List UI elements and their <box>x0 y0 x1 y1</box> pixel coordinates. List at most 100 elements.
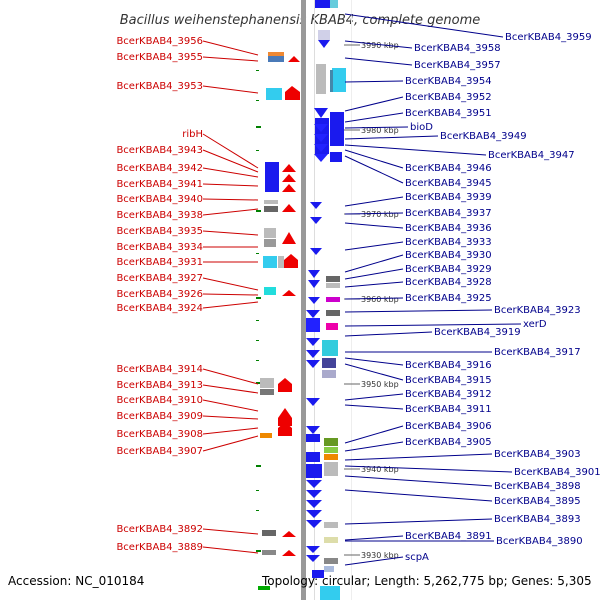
leader-line <box>202 183 259 187</box>
leader-line <box>202 384 259 394</box>
scale-label: 3980 kbp <box>361 126 399 135</box>
leader-line <box>202 399 259 412</box>
gene-label-right[interactable]: BcerKBAB4_3893 <box>494 514 581 525</box>
gene-label-left[interactable]: BcerKBAB4_3924 <box>116 303 203 314</box>
gene-label-left[interactable]: BcerKBAB4_3941 <box>116 179 203 190</box>
gene-label-left[interactable]: BcerKBAB4_3956 <box>116 36 203 47</box>
leader-line <box>344 40 413 49</box>
leader-line <box>344 363 404 381</box>
gene-label-right[interactable]: xerD <box>523 319 547 330</box>
gene-label-left[interactable]: BcerKBAB4_3938 <box>116 210 203 221</box>
gene-label-left[interactable]: BcerKBAB4_3935 <box>116 226 203 237</box>
gene-label-right[interactable]: BcerKBAB4_3906 <box>405 421 492 432</box>
leader-line <box>202 528 259 535</box>
left-gene-labels: BcerKBAB4_3956BcerKBAB4_3955BcerKBAB4_39… <box>116 36 259 554</box>
gene-label-right[interactable]: BcerKBAB4_3895 <box>494 496 581 507</box>
leader-line <box>202 133 259 169</box>
gene-label-right[interactable]: BcerKBAB4_3958 <box>414 43 501 54</box>
gene-label-right[interactable]: BcerKBAB4_3930 <box>405 250 492 261</box>
leader-line <box>344 222 404 229</box>
gene-label-right[interactable]: BcerKBAB4_3952 <box>405 92 492 103</box>
leader-line <box>202 427 259 435</box>
gene-label-right[interactable]: BcerKBAB4_3939 <box>405 192 492 203</box>
gene-label-right[interactable]: BcerKBAB4_3954 <box>405 76 492 87</box>
topology-label: Topology: circular; Length: 5,262,775 bp… <box>262 574 592 588</box>
gene-label-right[interactable]: BcerKBAB4_3945 <box>405 178 492 189</box>
gene-label-left[interactable]: BcerKBAB4_3942 <box>116 163 203 174</box>
leader-line <box>344 297 404 300</box>
gene-label-left[interactable]: BcerKBAB4_3953 <box>116 81 203 92</box>
leader-line <box>344 323 522 327</box>
leader-line <box>344 196 404 207</box>
guide-ticks-left <box>256 70 261 552</box>
gene-label-right[interactable]: BcerKBAB4_3903 <box>494 449 581 460</box>
gene-label-right[interactable]: scpA <box>405 552 429 563</box>
scale-label: 3930 kbp <box>361 551 399 560</box>
gene-label-left[interactable]: BcerKBAB4_3943 <box>116 145 203 156</box>
gene-label-right[interactable]: BcerKBAB4_3917 <box>494 347 581 358</box>
gene-label-right[interactable]: BcerKBAB4_3951 <box>405 108 492 119</box>
gene-label-right[interactable]: BcerKBAB4_3911 <box>405 404 492 415</box>
gene-label-right[interactable]: BcerKBAB4_3928 <box>405 277 492 288</box>
leader-line <box>344 535 404 541</box>
gene-label-right[interactable]: BcerKBAB4_3959 <box>505 32 592 43</box>
gene-label-left[interactable]: BcerKBAB4_3940 <box>116 194 203 205</box>
leader-line <box>202 149 259 173</box>
gene-label-right[interactable]: BcerKBAB4_3949 <box>440 131 527 142</box>
gene-label-right[interactable]: BcerKBAB4_3898 <box>494 481 581 492</box>
leader-line <box>344 475 493 487</box>
gene-label-left[interactable]: BcerKBAB4_3907 <box>116 446 203 457</box>
leader-line <box>202 40 259 56</box>
leader-line <box>202 167 259 178</box>
gene-label-left[interactable]: BcerKBAB4_3931 <box>116 257 203 268</box>
gene-label-right[interactable]: BcerKBAB4_3947 <box>488 150 575 161</box>
leader-line <box>344 281 404 288</box>
leader-line <box>344 126 409 129</box>
gene-label-left[interactable]: BcerKBAB4_3914 <box>116 364 203 375</box>
gene-label-right[interactable]: BcerKBAB4_3925 <box>405 293 492 304</box>
gene-label-right[interactable]: BcerKBAB4_3915 <box>405 375 492 386</box>
gene-label-right[interactable]: BcerKBAB4_3916 <box>405 360 492 371</box>
leader-line <box>202 293 259 296</box>
leader-line <box>344 393 404 401</box>
gene-label-right[interactable]: BcerKBAB4_3937 <box>405 208 492 219</box>
scale-label: 3970 kbp <box>361 210 399 219</box>
leader-line <box>344 556 404 566</box>
gene-label-left[interactable]: BcerKBAB4_3892 <box>116 524 203 535</box>
leader-line <box>202 368 259 385</box>
gene-label-right[interactable]: bioD <box>410 122 433 133</box>
gene-label-right[interactable]: BcerKBAB4_3919 <box>434 327 521 338</box>
gene-label-left[interactable]: ribH <box>182 129 203 140</box>
gene-label-left[interactable]: BcerKBAB4_3910 <box>116 395 203 406</box>
gene-label-left[interactable]: BcerKBAB4_3927 <box>116 273 203 284</box>
gene-label-right[interactable]: BcerKBAB4_3890 <box>496 536 583 547</box>
leader-line <box>202 301 259 309</box>
gene-label-left[interactable]: BcerKBAB4_3909 <box>116 411 203 422</box>
gene-label-right[interactable]: BcerKBAB4_3923 <box>494 305 581 316</box>
gene-label-right[interactable]: BcerKBAB4_3936 <box>405 223 492 234</box>
gene-label-right[interactable]: BcerKBAB4_3929 <box>405 264 492 275</box>
leader-line <box>344 309 493 313</box>
reverse-strand-genes <box>306 0 346 600</box>
gene-label-right[interactable]: BcerKBAB4_3957 <box>414 60 501 71</box>
gene-label-right[interactable]: BcerKBAB4_3912 <box>405 389 492 400</box>
right-gene-labels: BcerKBAB4_3959BcerKBAB4_3958BcerKBAB4_39… <box>344 13 600 566</box>
leader-line <box>344 357 404 366</box>
leader-line <box>344 80 404 83</box>
leader-line <box>344 241 404 251</box>
gene-label-right[interactable]: BcerKBAB4_3901 <box>514 467 600 478</box>
gene-label-left[interactable]: BcerKBAB4_3908 <box>116 429 203 440</box>
leader-line <box>344 144 487 156</box>
gene-label-left[interactable]: BcerKBAB4_3955 <box>116 52 203 63</box>
gene-label-right[interactable]: BcerKBAB4_3946 <box>405 163 492 174</box>
leader-line <box>344 212 404 215</box>
gene-label-left[interactable]: BcerKBAB4_3934 <box>116 242 203 253</box>
gene-label-left[interactable]: BcerKBAB4_3913 <box>116 380 203 391</box>
gene-label-left[interactable]: BcerKBAB4_3889 <box>116 542 203 553</box>
leader-line <box>344 489 493 502</box>
gene-label-right[interactable]: BcerKBAB4_3891 <box>405 531 492 542</box>
gene-label-right[interactable]: BcerKBAB4_3905 <box>405 437 492 448</box>
leader-line <box>202 208 259 216</box>
gene-label-left[interactable]: BcerKBAB4_3926 <box>116 289 203 300</box>
gene-label-right[interactable]: BcerKBAB4_3933 <box>405 237 492 248</box>
